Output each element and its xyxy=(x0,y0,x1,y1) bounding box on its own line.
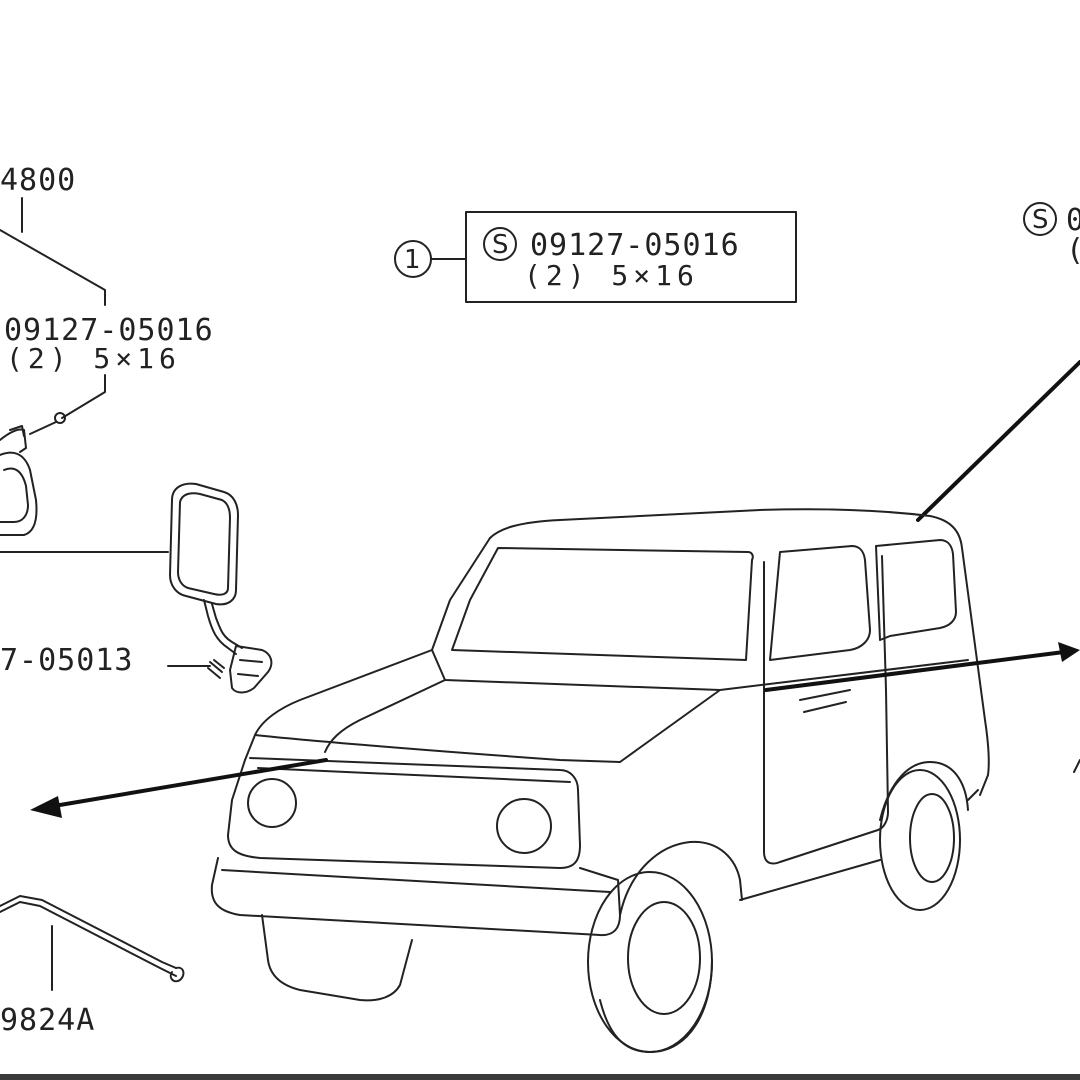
box-screw-part-label: 09127-05016 xyxy=(530,228,740,263)
right-screw-symbol-circle xyxy=(1023,202,1057,236)
mirror-screw-leader xyxy=(167,659,225,679)
box-screw-symbol: S xyxy=(492,230,509,260)
screw-spec-box xyxy=(465,211,797,303)
ref-1-callout: 1 S 09127-05016 (2) 5×16 xyxy=(394,211,797,303)
top-left-part-label: 4800 xyxy=(0,163,76,198)
right-screw-symbol: S xyxy=(1032,205,1049,235)
right-screw-qty-label: ( xyxy=(1066,233,1080,268)
top-left-leader-lines xyxy=(0,197,106,306)
ref-number-label: 1 xyxy=(404,245,421,275)
rod-drawing xyxy=(0,895,185,991)
bottom-border xyxy=(0,1074,1080,1080)
left-screw-qty-label: (2) 5×16 xyxy=(6,342,181,375)
rod-part-label: 9824A xyxy=(0,1003,95,1038)
hood-arrow xyxy=(30,758,328,818)
vehicle-drawing xyxy=(210,508,990,1053)
right-screw-part-label: 0 xyxy=(1066,203,1080,238)
box-screw-qty-label: (2) 5×16 xyxy=(524,259,699,292)
mirror-bracket-drawing xyxy=(0,425,38,536)
right-screw-callout: S 0 ( xyxy=(1023,202,1080,268)
left-screw-part-label: 09127-05016 xyxy=(4,313,214,348)
side-mirror-drawing xyxy=(169,482,273,694)
door-arrow xyxy=(764,642,1080,692)
mirror-screw-part-label: 7-05013 xyxy=(0,643,133,678)
box-screw-symbol-circle xyxy=(483,227,517,261)
left-screw-leader xyxy=(29,374,106,435)
right-edge-fragment xyxy=(1073,759,1080,773)
roof-leader-line xyxy=(916,360,1080,522)
